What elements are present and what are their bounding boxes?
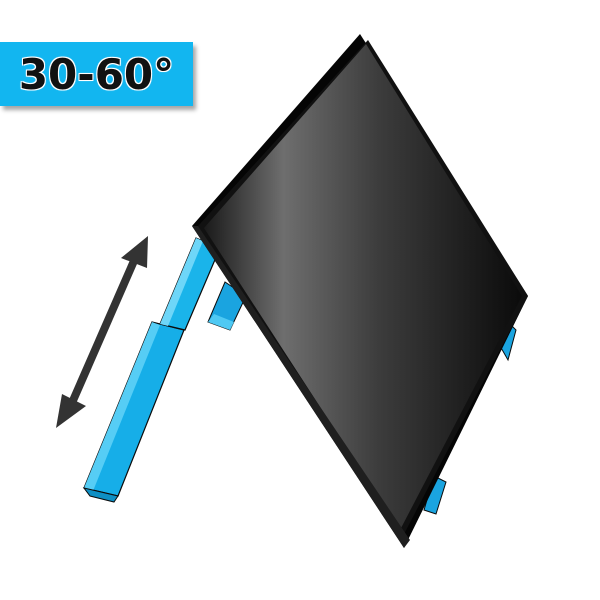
tilt-angle-badge: 30-60° [0,42,193,106]
adjustable-stand-icon [82,237,221,503]
tilted-display-panel-icon [192,34,528,548]
double-headed-arrow-icon [56,236,148,428]
tilt-angle-label: 30-60° [18,49,175,99]
